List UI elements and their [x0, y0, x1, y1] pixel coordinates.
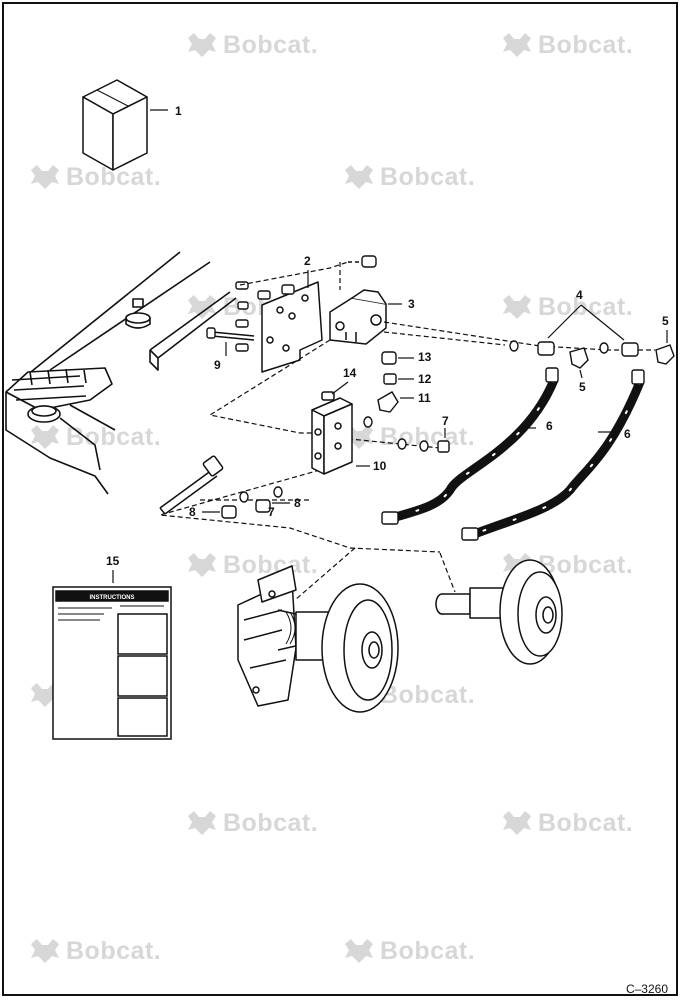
- bobcat-logo-icon: [345, 939, 373, 963]
- callout-1: 1: [175, 104, 182, 118]
- part-threaded-rod: [159, 455, 224, 515]
- part-1-box: [82, 79, 148, 171]
- assembly-lines: [159, 261, 655, 601]
- callout-4: 4: [576, 288, 583, 302]
- part-spool-shaft: [435, 559, 563, 665]
- bobcat-logo-icon: [31, 939, 59, 963]
- watermark: Bobcat.: [185, 808, 318, 838]
- watermark-text: Bobcat.: [538, 30, 634, 59]
- bobcat-logo-icon: [503, 811, 531, 835]
- part-3-valve: [329, 289, 387, 345]
- watermark: Bobcat.: [28, 936, 161, 966]
- watermark: Bobcat.: [342, 936, 475, 966]
- part-spool-bracket: [237, 565, 399, 713]
- part-2-plate: [261, 281, 323, 373]
- watermark: Bobcat.: [185, 30, 318, 60]
- callout-7: 7: [442, 414, 449, 428]
- callout-10: 10: [373, 459, 387, 473]
- bobcat-logo-icon: [188, 33, 216, 57]
- part-4-leader: [547, 304, 625, 341]
- part-4-fittings: [509, 340, 639, 357]
- bobcat-logo-icon: [31, 165, 59, 189]
- bobcat-logo-icon: [31, 683, 59, 707]
- bobcat-logo-icon: [188, 295, 216, 319]
- instruction-sheet-title: INSTRUCTIONS: [90, 595, 135, 601]
- watermark-text: Bobcat.: [538, 550, 634, 579]
- callout-5: 5: [579, 380, 586, 394]
- bobcat-logo-icon: [31, 425, 59, 449]
- callout-15: 15: [106, 554, 120, 568]
- part-15-instructions: [52, 586, 172, 740]
- callout-14: 14: [343, 366, 357, 380]
- callout-11: 11: [418, 391, 431, 405]
- leader-14: [331, 381, 349, 395]
- callout-12: 12: [418, 372, 432, 386]
- watermark: Bobcat.: [500, 30, 633, 60]
- watermark-text: Bobcat.: [223, 550, 319, 579]
- watermark: Bobcat.: [500, 292, 633, 322]
- watermark: Bobcat.: [500, 808, 633, 838]
- bobcat-logo-icon: [345, 165, 373, 189]
- part-6-hoses: [387, 375, 645, 540]
- bobcat-logo-icon: [503, 295, 531, 319]
- callout-6: 6: [546, 419, 553, 433]
- callout-8: 8: [294, 496, 301, 510]
- callout-7: 7: [268, 505, 275, 519]
- watermark-text: Bobcat.: [223, 808, 319, 837]
- watermark-text: Bobcat.: [380, 936, 476, 965]
- part-cap-top: [348, 255, 377, 268]
- machine-frame: [5, 251, 237, 495]
- watermark: Bobcat.: [28, 422, 161, 452]
- callout-3: 3: [408, 297, 415, 311]
- part-11-13-fittings: [363, 351, 399, 428]
- bobcat-logo-icon: [188, 811, 216, 835]
- watermark-text: Bobcat.: [380, 162, 476, 191]
- part-7-8-fittings: [221, 438, 450, 519]
- callout-9: 9: [214, 358, 221, 372]
- watermark-text: Bobcat.: [538, 292, 634, 321]
- callout-5: 5: [662, 314, 669, 328]
- part-5-elbows: [569, 344, 675, 369]
- part-bolts: [206, 281, 295, 352]
- leader-5a: [579, 369, 583, 379]
- watermark-text: Bobcat.: [66, 422, 162, 451]
- bobcat-logo-icon: [503, 33, 531, 57]
- watermark: Bobcat.: [342, 162, 475, 192]
- part-6-hose-ends: [381, 367, 645, 541]
- callout-6: 6: [624, 427, 631, 441]
- watermark-text: Bobcat.: [380, 680, 476, 709]
- callout-8: 8: [189, 505, 196, 519]
- part-10-valve-block: [311, 391, 353, 475]
- watermark: Bobcat.: [185, 550, 318, 580]
- figure-code: C–3260: [625, 982, 668, 996]
- watermark-text: Bobcat.: [538, 808, 634, 837]
- callout-2: 2: [304, 254, 311, 268]
- bobcat-logo-icon: [188, 553, 216, 577]
- watermark-text: Bobcat.: [223, 30, 319, 59]
- callout-13: 13: [418, 350, 432, 364]
- watermark-text: Bobcat.: [66, 936, 162, 965]
